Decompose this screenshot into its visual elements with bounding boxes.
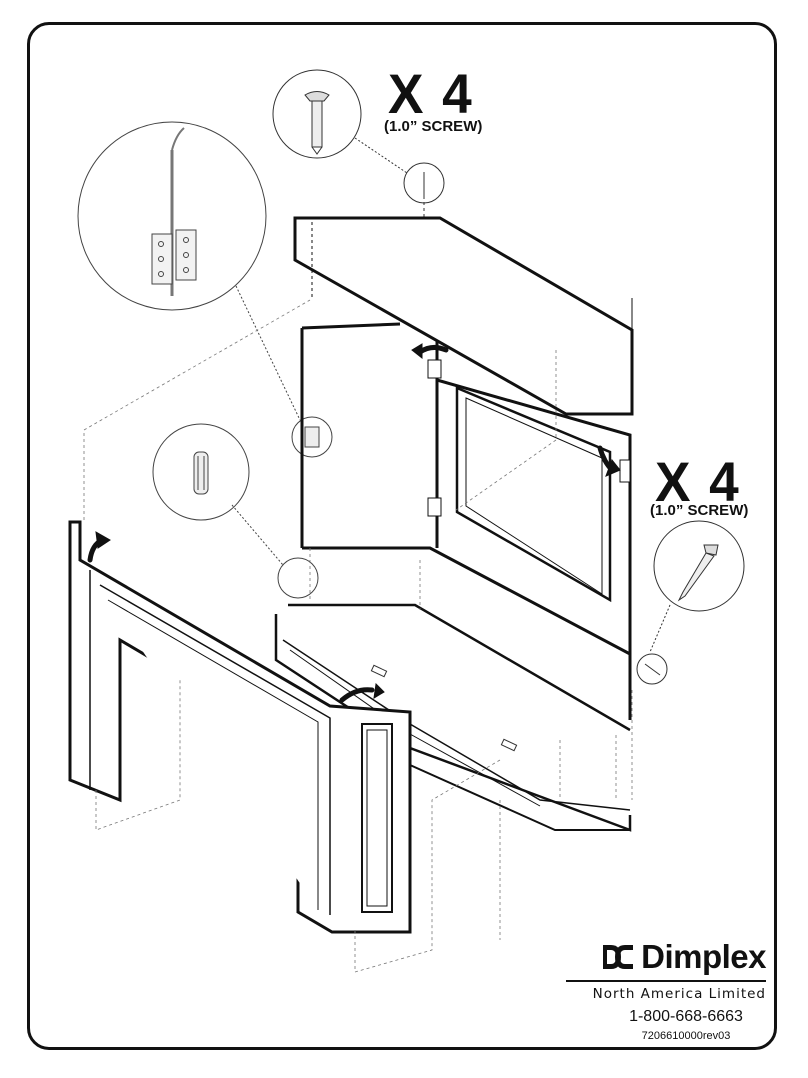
page-border: [27, 22, 777, 1050]
screw-detail-top-icon: [272, 69, 445, 222]
top-panel: [293, 216, 634, 416]
brand-name: Dimplex: [641, 938, 766, 975]
rotate-arrow-icon: [87, 343, 621, 703]
brand-block: Dimplex North America Limited 1-800-668-…: [566, 938, 766, 1042]
brand-divider: [566, 980, 766, 982]
screw-size-label-top: (1.0” SCREW): [384, 118, 483, 135]
assembly-guide-lines: [83, 299, 633, 973]
brand-subtitle: North America Limited: [592, 986, 766, 1002]
loose-parts: [370, 664, 518, 752]
front-mantel-frame: [68, 520, 412, 934]
quantity-label-top: X 4: [388, 62, 474, 125]
quantity-label-right: X 4: [655, 450, 741, 513]
side-panels: [300, 322, 632, 720]
dimplex-logo-icon: [603, 945, 634, 969]
brand-logo: Dimplex: [566, 938, 766, 976]
screw-detail-right-icon: [636, 520, 745, 685]
screw-size-label-right: (1.0” SCREW): [650, 502, 749, 519]
dowel-detail-icon: [152, 423, 319, 599]
part-number: 7206610000rev03: [641, 1030, 731, 1042]
hinge-detail-icon: [77, 121, 333, 458]
brand-phone: 1-800-668-6663: [629, 1008, 743, 1025]
